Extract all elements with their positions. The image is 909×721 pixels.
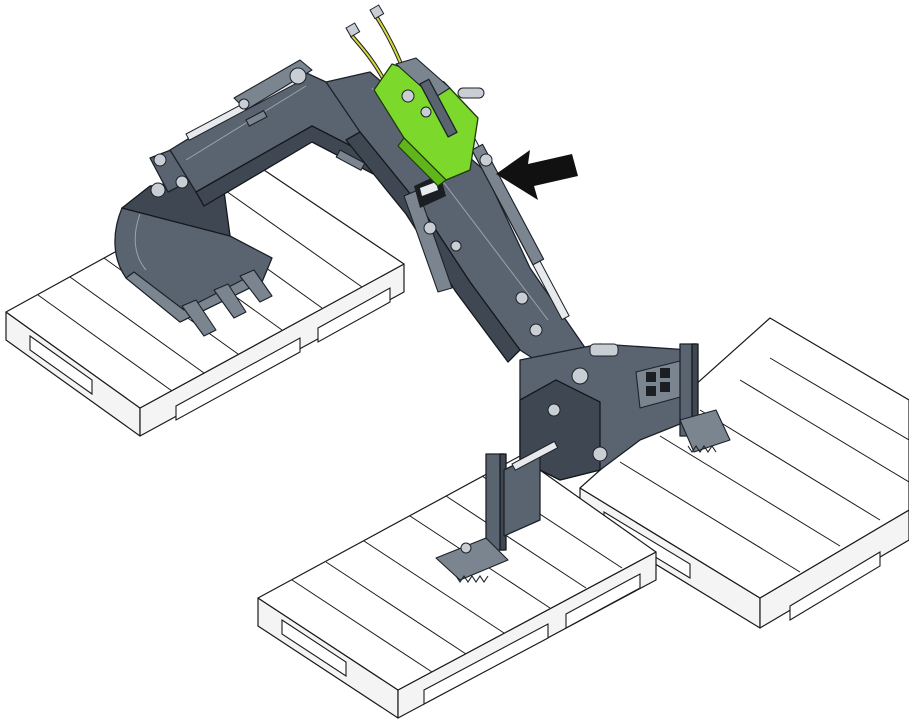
right-pallet-plank-line [739,379,909,483]
cylinder-pin [238,98,250,110]
hose-fitting [369,4,385,20]
bucket-tooth [213,283,247,319]
foot-teeth [687,445,717,453]
left-pallet-fork-hole [317,287,391,343]
stabilizer-left [435,440,559,583]
front-pallet-fork-hole [281,618,347,678]
valve-spool [419,78,458,138]
boom [325,71,589,381]
boom-pin [423,221,437,235]
bucket-pivot-pin [150,182,166,198]
bucket-tooth [181,299,217,337]
right-pallet-top [579,317,909,599]
front-pallet-fork-hole [565,573,641,629]
dipper-pivot-pin [289,67,307,85]
dipper-slot [245,110,268,127]
boom-cylinder [471,143,545,266]
front-pallet-plank-line [445,495,587,589]
boom-cylinder-pin [515,291,529,305]
valve-housing-shadow [397,137,447,187]
front-pallet-plank-line [291,579,433,673]
foot-pin [460,542,472,554]
decal-icon [646,386,656,396]
callout-arrow [496,150,578,200]
stabilizer-rod [511,440,559,471]
left-pallet-plank-line [225,190,363,288]
decal-icon [660,382,670,392]
bucket-link-pin [153,153,167,167]
stabilizer-right [679,343,731,453]
front-pallet-plank-line [363,540,505,634]
backhoe [114,4,731,583]
valve-bolt [420,106,432,118]
left-pallet-plank-line [69,276,205,374]
swing-pin [592,446,608,462]
right-pallet-fork-hole [789,551,881,621]
swing-pivot [589,343,619,357]
stabilizer-foot [679,409,731,453]
front-pallet-fork-hole [423,623,549,705]
decal-icon [646,372,656,382]
boom-cylinder-pin [529,323,543,337]
right-pallet-plank-line [659,435,841,547]
valve-bolt [401,89,415,103]
boom-pin [450,240,462,252]
decal-icon [660,368,670,378]
valve-fitting [479,153,493,167]
arrow-left-icon [496,150,578,200]
bucket-pivot-pin [175,175,189,189]
foot-teeth [455,575,489,583]
left-pallet-plank-line [37,294,173,392]
green-control-valve-unit [345,4,493,187]
hose-fitting [345,22,361,38]
left-pallet-fork-hole [29,334,93,396]
warning-decal-symbol [420,182,438,196]
boom-label-plate [403,189,453,293]
frame-bolt [547,403,561,417]
right-pallet-plank-line [619,461,801,573]
bucket-tooth [239,269,273,303]
right-pallet-plank-line [699,409,881,521]
front-pallet-plank-line [325,561,467,655]
swing-pin [571,367,589,385]
grease-port [335,149,366,171]
right-pallet-plank-line [769,357,909,441]
control-lever-knob [457,87,485,99]
left-pallet-fork-hole [175,337,301,421]
